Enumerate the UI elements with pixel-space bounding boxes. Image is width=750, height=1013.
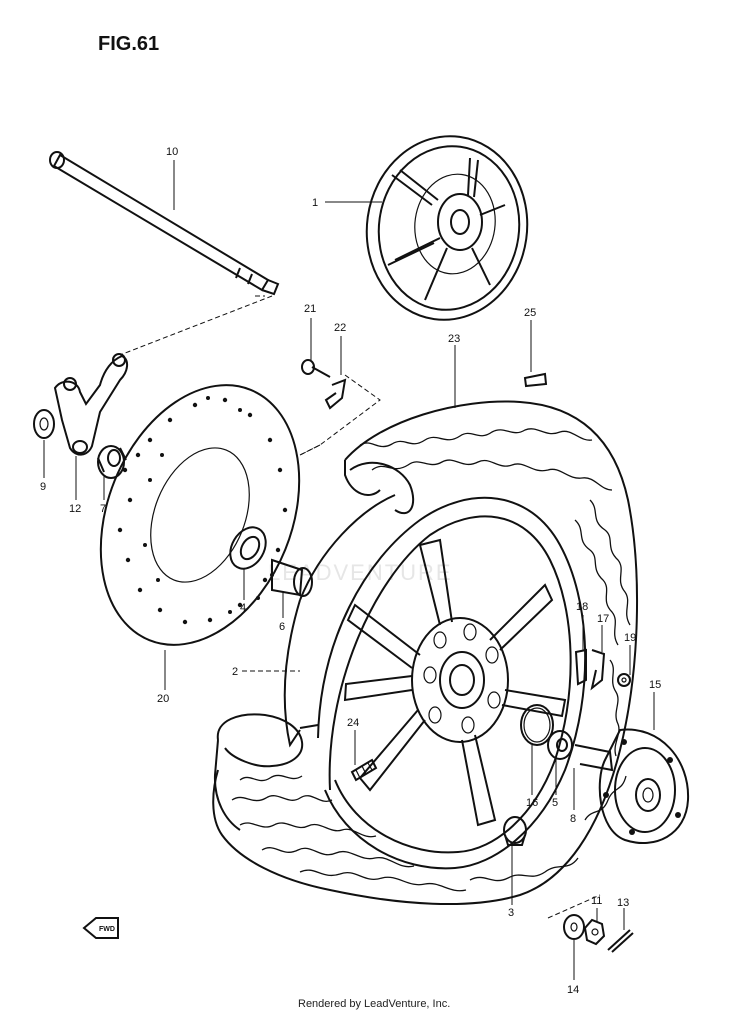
- part-cotter-pin-13: [607, 929, 634, 953]
- part-lockwasher-17: [590, 649, 606, 691]
- part-wheel-hub: [343, 538, 567, 827]
- callout-21: 21: [304, 303, 316, 315]
- callout-12: 12: [69, 503, 81, 515]
- callout-3: 3: [508, 907, 514, 919]
- callout-17: 17: [597, 613, 609, 625]
- part-brake-disc: [99, 384, 301, 646]
- part-bearing-5: [547, 730, 573, 760]
- callout-8: 8: [570, 813, 576, 825]
- part-axle: [49, 151, 280, 296]
- callout-25: 25: [524, 307, 536, 319]
- callout-2: 2: [232, 666, 238, 678]
- part-drum-15: [574, 728, 690, 845]
- fwd-arrow-icon: FWD: [82, 917, 119, 939]
- part-bolt-18: [574, 648, 587, 686]
- fwd-label: FWD: [99, 926, 115, 933]
- callout-16: 16: [526, 797, 538, 809]
- part-bearing-4: [229, 526, 267, 570]
- callout-11: 11: [591, 895, 602, 907]
- leader-lines: [43, 160, 655, 980]
- part-spacer-7: [97, 445, 127, 479]
- part-washer-9: [33, 409, 55, 439]
- callout-18: 18: [576, 601, 588, 613]
- callout-4: 4: [240, 602, 246, 614]
- part-rim-small: [365, 135, 529, 321]
- footer-credit: Rendered by LeadVenture, Inc.: [298, 998, 450, 1010]
- callout-9: 9: [40, 481, 46, 493]
- callout-23: 23: [448, 333, 460, 345]
- part-caliper-holder: [53, 353, 128, 456]
- callout-6: 6: [279, 621, 285, 633]
- part-bolt-21: [301, 359, 331, 378]
- part-valve-cap: [523, 372, 548, 388]
- callout-1: 1: [312, 197, 318, 209]
- callout-7: 7: [100, 503, 106, 515]
- callout-22: 22: [334, 322, 346, 334]
- callout-24: 24: [347, 717, 359, 729]
- callout-15: 15: [649, 679, 661, 691]
- part-spacer-3: [503, 816, 527, 846]
- part-valve-24: [350, 758, 378, 782]
- part-tire: [212, 400, 639, 906]
- callout-14: 14: [567, 984, 579, 996]
- part-spacer-6: [271, 558, 313, 597]
- callout-labels: 1 2 3 4 5 6 7 8 9 10 11 12 13 14 15 16 1…: [40, 146, 661, 996]
- watermark: LEADVENTURE: [268, 560, 453, 585]
- part-lockwasher-22: [324, 378, 347, 410]
- callout-20: 20: [157, 693, 169, 705]
- callout-10: 10: [166, 146, 178, 158]
- callout-19: 19: [624, 632, 636, 644]
- callout-5: 5: [552, 797, 558, 809]
- callout-13: 13: [617, 897, 629, 909]
- part-nut-11: [583, 918, 606, 946]
- part-oring-16: [520, 704, 554, 746]
- figure-title: FIG.61: [98, 33, 159, 55]
- part-nut-19: [617, 673, 631, 687]
- part-washer-14: [563, 914, 585, 940]
